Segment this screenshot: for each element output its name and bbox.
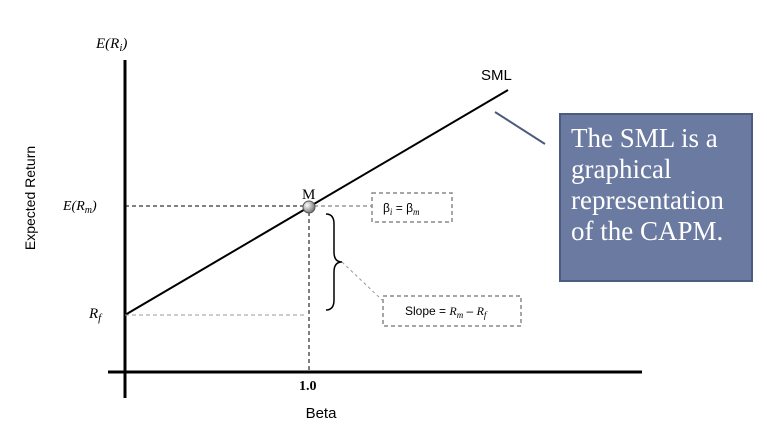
callout-pointer-line — [494, 111, 546, 145]
market-portfolio-point — [302, 200, 316, 214]
beta-box — [371, 192, 453, 223]
market-point-label: M — [302, 187, 315, 203]
slope-brace — [325, 213, 343, 311]
rf-tick-label: Rf — [88, 306, 103, 324]
beta-box-text: βi = βm — [383, 201, 420, 217]
erm-tick-label: E(Rm) — [62, 199, 97, 216]
slope-box-connector — [341, 261, 383, 301]
sml-line — [124, 89, 509, 316]
callout-text: The SML is a graphical representation of… — [571, 123, 724, 246]
sml-label: SML — [481, 67, 512, 84]
y-axis-side-label: Expected Return — [22, 146, 38, 250]
x-tick-label: 1.0 — [299, 379, 317, 394]
sml-callout-box: The SML is a graphical representation of… — [559, 113, 753, 282]
x-axis-label: Beta — [306, 405, 338, 422]
y-axis-top-label: E(Ri) — [95, 36, 127, 54]
slope-box-text: Slope = Rm – Rf — [405, 304, 488, 320]
